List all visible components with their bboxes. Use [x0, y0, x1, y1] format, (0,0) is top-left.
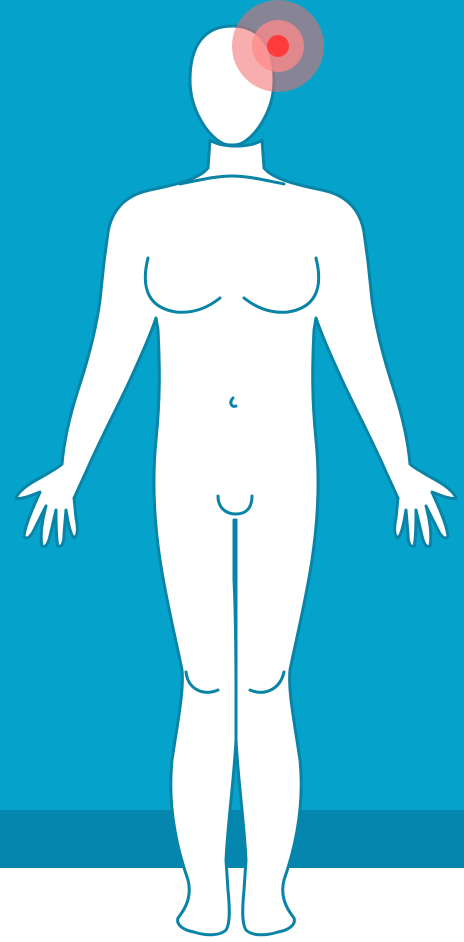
ground-area [0, 868, 464, 942]
floor-band [0, 810, 464, 868]
pain-marker[interactable] [232, 0, 324, 92]
pain-marker-core [267, 35, 289, 57]
